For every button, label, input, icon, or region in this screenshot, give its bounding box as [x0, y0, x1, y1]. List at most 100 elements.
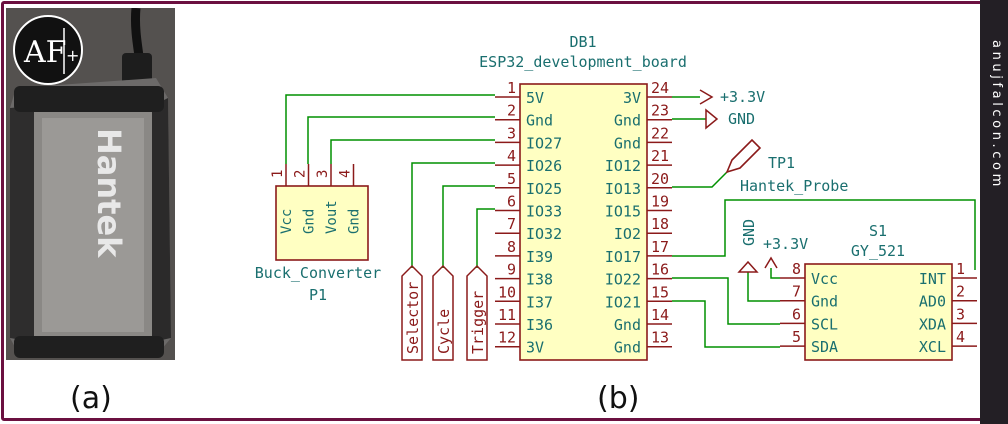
db1-pin-number: 12 [498, 329, 516, 347]
db1-pin-number: 13 [651, 329, 669, 347]
s1-pin-name: Vcc [811, 270, 838, 288]
db1-pin-number: 7 [507, 215, 516, 233]
wire [411, 162, 495, 268]
p1-pin-name: Vcc [279, 209, 295, 234]
db1-pin-number: 24 [651, 79, 669, 97]
wire [285, 94, 495, 164]
wire [747, 272, 780, 302]
db1-pin-number: 17 [651, 238, 669, 256]
db1-ref: DB1 [569, 33, 596, 51]
s1-pin-name: SCL [811, 315, 838, 333]
trigger-label: Trigger [469, 291, 487, 354]
power-arrow-symbol [699, 89, 714, 105]
p1-value: Buck_Converter [255, 264, 381, 282]
selector-label: Selector [404, 282, 422, 354]
db1-pin-number: 3 [507, 124, 516, 142]
p1-pin-name: Vout [324, 200, 340, 234]
s1-pin-number: 5 [792, 328, 801, 346]
s1-pin-number: 4 [956, 328, 965, 346]
db1-pin-number: 21 [651, 147, 669, 165]
db1-pin-name: IO15 [605, 203, 641, 221]
db1-pin-name: IO22 [605, 271, 641, 289]
power-label-gnd-s1: GND [740, 219, 758, 246]
p1-pin-name: Gnd [347, 209, 363, 234]
db1-pin-number: 11 [498, 306, 516, 324]
db1-pin-name: Gnd [614, 112, 641, 130]
p1-pin-name: Gnd [302, 209, 318, 234]
db1-pin-name: IO32 [526, 225, 562, 243]
p1-pin-number: 2 [293, 170, 309, 178]
ground-symbol [737, 260, 759, 273]
wire [672, 300, 780, 348]
db1-pin-name: I37 [526, 293, 553, 311]
db1-pin-number: 9 [507, 261, 516, 279]
db1-pin-name: IO17 [605, 248, 641, 266]
s1-pin-name: XCL [919, 338, 946, 356]
db1-pin-name: Gnd [614, 339, 641, 357]
db1-esp32-board: DB1ESP32_development_board15V2Gnd3IO274I… [479, 33, 687, 361]
db1-pin-name: 5V [526, 89, 544, 107]
db1-pin-number: 6 [507, 193, 516, 211]
device-brand-text: Hantek [90, 128, 128, 258]
db1-pin-name: I39 [526, 248, 553, 266]
wires [285, 94, 976, 348]
s1-pin-name: Gnd [811, 293, 838, 311]
p1-body [275, 185, 369, 261]
cycle-label-shape [432, 264, 454, 361]
db1-pin-name: IO25 [526, 180, 562, 198]
db1-pin-number: 18 [651, 215, 669, 233]
af-logo-plus: + [66, 46, 79, 65]
db1-pin-name: IO21 [605, 293, 641, 311]
db1-pin-name: IO2 [614, 225, 641, 243]
db1-pin-number: 22 [651, 124, 669, 142]
ground-symbol [705, 108, 719, 130]
s1-value: GY_521 [851, 242, 905, 260]
db1-pin-number: 14 [651, 306, 669, 324]
p1-pin-number: 1 [270, 170, 286, 178]
db1-pin-number: 2 [507, 102, 516, 120]
wire [672, 277, 780, 325]
s1-pin-number: 3 [956, 305, 965, 323]
db1-body [519, 83, 648, 361]
caption-a: (a) [70, 381, 112, 416]
sidebar-bar [980, 0, 1008, 424]
db1-pin-number: 19 [651, 193, 669, 211]
af-logo-text: AF [23, 35, 66, 70]
s1-body [804, 263, 953, 361]
db1-pin-name: Gnd [614, 134, 641, 152]
power-label-plus33: +3.3V [720, 88, 765, 106]
s1-pin-number: 2 [956, 283, 965, 301]
db1-pin-name: Gnd [614, 316, 641, 334]
db1-pin-name: I38 [526, 271, 553, 289]
s1-pin-name: SDA [811, 338, 838, 356]
db1-pin-name: IO27 [526, 134, 562, 152]
s1-pin-name: XDA [919, 315, 946, 333]
hantek-device-photo: Hantek AF + [6, 8, 175, 360]
af-logo [13, 15, 83, 85]
s1-pin-name: INT [919, 270, 946, 288]
wire [476, 208, 495, 268]
sidebar-website-text: anujfalcon.com [989, 40, 1004, 190]
p1-ref: P1 [309, 286, 327, 304]
selector-label-shape [401, 264, 423, 361]
db1-pin-name: IO26 [526, 157, 562, 175]
db1-pin-name: 3V [623, 89, 641, 107]
db1-pin-number: 1 [507, 79, 516, 97]
s1-pin-number: 6 [792, 305, 801, 323]
db1-value: ESP32_development_board [479, 53, 687, 71]
power-arrow-symbol [764, 256, 778, 269]
db1-pin-name: 3V [526, 339, 544, 357]
power-label-plus33-s1: +3.3V [763, 235, 808, 253]
trigger-label-shape [466, 264, 488, 361]
db1-pin-name: IO12 [605, 157, 641, 175]
db1-pin-number: 16 [651, 261, 669, 279]
db1-pin-number: 4 [507, 147, 516, 165]
s1-pin-number: 7 [792, 283, 801, 301]
db1-pin-number: 20 [651, 170, 669, 188]
s1-ref: S1 [869, 222, 887, 240]
tp1-value: Hantek_Probe [740, 177, 848, 195]
db1-pin-name: IO33 [526, 203, 562, 221]
